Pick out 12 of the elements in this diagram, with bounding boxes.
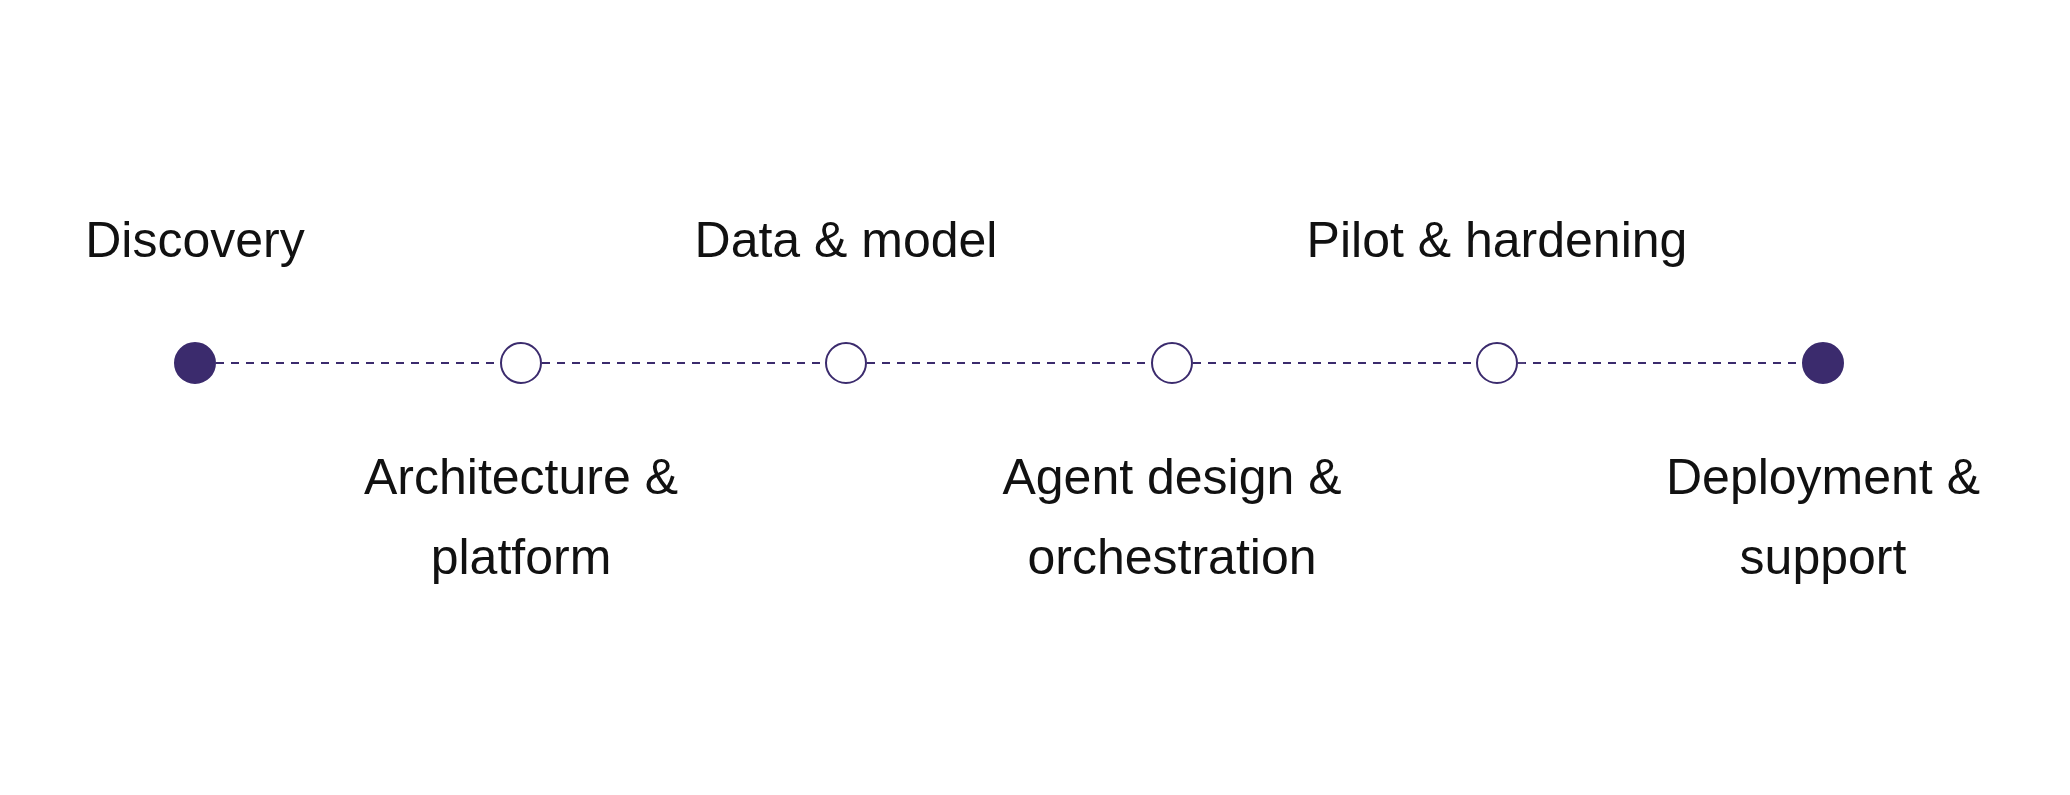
milestone-marker [500,342,542,384]
milestone-marker [825,342,867,384]
stage-label: Deployment & support [1664,448,1981,587]
stage-label: Architecture & platform [363,448,679,587]
stage-label: Agent design & orchestration [1001,448,1343,587]
milestone-marker [174,342,216,384]
milestone-marker [1151,342,1193,384]
milestone-marker [1476,342,1518,384]
milestone-marker [1802,342,1844,384]
stage-label: Discovery [84,211,306,270]
stage-label: Data & model [693,211,999,270]
stage-label: Pilot & hardening [1305,211,1689,270]
